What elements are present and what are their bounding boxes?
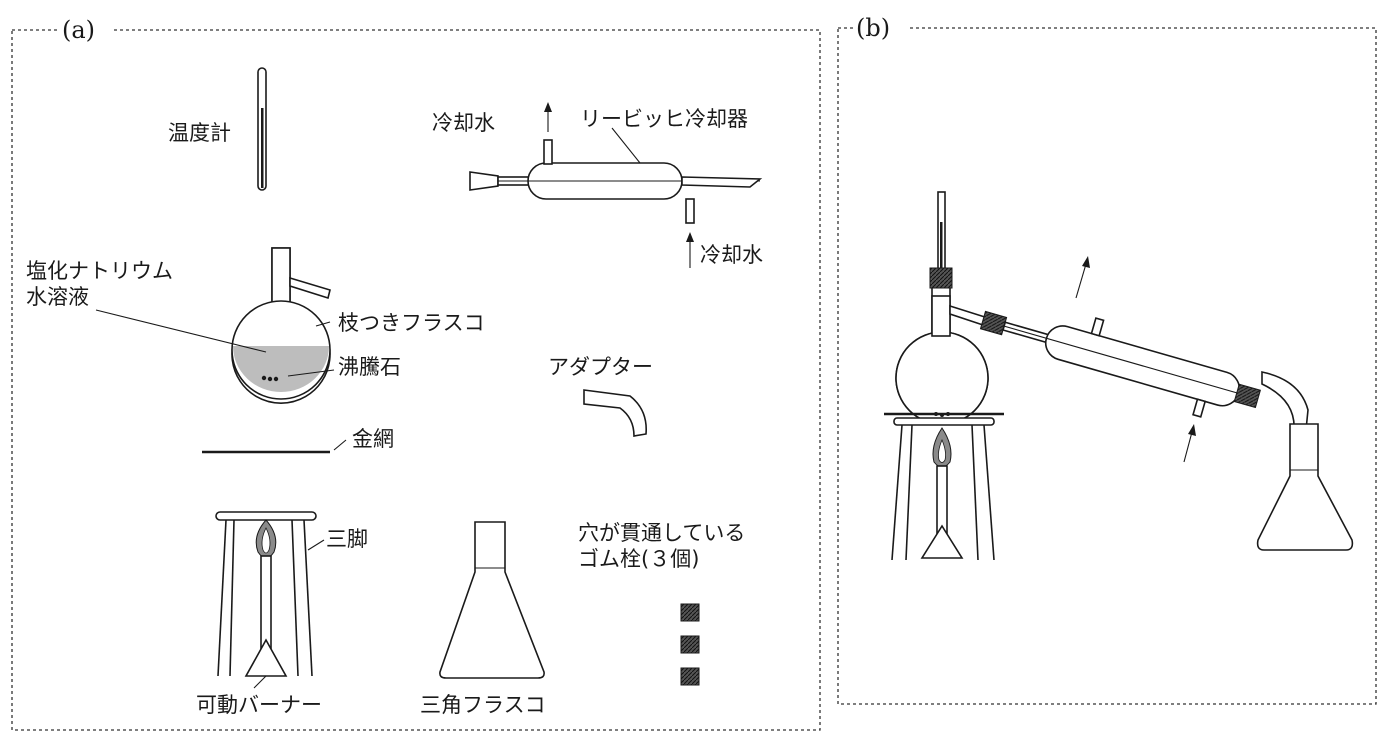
stopper-label-line2: ゴム栓(３個) bbox=[578, 547, 699, 571]
thermometer bbox=[257, 67, 267, 191]
boiling-stone-label: 沸騰石 bbox=[338, 355, 401, 379]
assembled-water-in-arrow bbox=[1183, 424, 1196, 463]
wire-gauze-leader-line bbox=[333, 439, 347, 451]
panel-b-frame bbox=[837, 27, 1377, 705]
movable-burner bbox=[244, 519, 288, 677]
assembled-tripod-top bbox=[893, 417, 995, 426]
tripod-leader-line bbox=[307, 539, 325, 551]
wire-gauze-label: 金網 bbox=[352, 427, 394, 451]
assembled-burner bbox=[920, 427, 964, 559]
adapter bbox=[583, 389, 647, 437]
panel-a-frame bbox=[11, 29, 821, 731]
panel-a-label: (a) bbox=[62, 16, 95, 44]
rubber-stopper-3 bbox=[680, 667, 700, 686]
assembled-adapter bbox=[1261, 371, 1309, 431]
rubber-stopper-1 bbox=[680, 603, 700, 622]
nacl-leader-line bbox=[95, 309, 267, 353]
burner-label: 可動バーナー bbox=[196, 693, 322, 717]
panel-b: (b) bbox=[837, 10, 1377, 705]
cooling-water-in-label: 冷却水 bbox=[700, 243, 763, 267]
cooling-water-out-arrow bbox=[544, 102, 552, 132]
boiling-stone-leader-line bbox=[287, 369, 335, 377]
erlenmeyer-flask-label: 三角フラスコ bbox=[420, 693, 546, 717]
condenser-leader-line bbox=[611, 127, 641, 164]
tripod bbox=[215, 511, 317, 677]
assembled-condenser bbox=[979, 310, 1261, 418]
tripod-label: 三脚 bbox=[326, 527, 368, 551]
cooling-water-out-label: 冷却水 bbox=[432, 111, 495, 135]
erlenmeyer-flask bbox=[439, 521, 545, 679]
adapter-label: アダプター bbox=[548, 355, 653, 379]
burner-leader-line bbox=[253, 675, 267, 689]
side-arm-flask bbox=[231, 247, 331, 404]
rubber-stopper-2 bbox=[680, 635, 700, 654]
nacl-solution-label-line2: 水溶液 bbox=[26, 285, 89, 309]
stopper-label-line1: 穴が貫通している bbox=[578, 521, 745, 545]
receiving-flask bbox=[1256, 423, 1354, 551]
panel-b-label: (b) bbox=[856, 14, 890, 42]
assembled-tripod bbox=[891, 424, 995, 561]
panel-a: (a) 温度計 冷却水 リービッヒ冷却器 冷却水 bbox=[11, 12, 821, 731]
nacl-solution-label-line1: 塩化ナトリウム bbox=[26, 259, 173, 283]
assembled-flask bbox=[895, 267, 989, 425]
side-arm-flask-label: 枝つきフラスコ bbox=[338, 311, 485, 335]
assembled-water-out-arrow bbox=[1075, 256, 1090, 299]
thermometer-label: 温度計 bbox=[168, 121, 231, 145]
cooling-water-in-arrow bbox=[686, 232, 694, 268]
flask-leader-line bbox=[315, 321, 331, 327]
liebig-condenser-label: リービッヒ冷却器 bbox=[580, 107, 748, 131]
liebig-condenser bbox=[469, 139, 763, 224]
